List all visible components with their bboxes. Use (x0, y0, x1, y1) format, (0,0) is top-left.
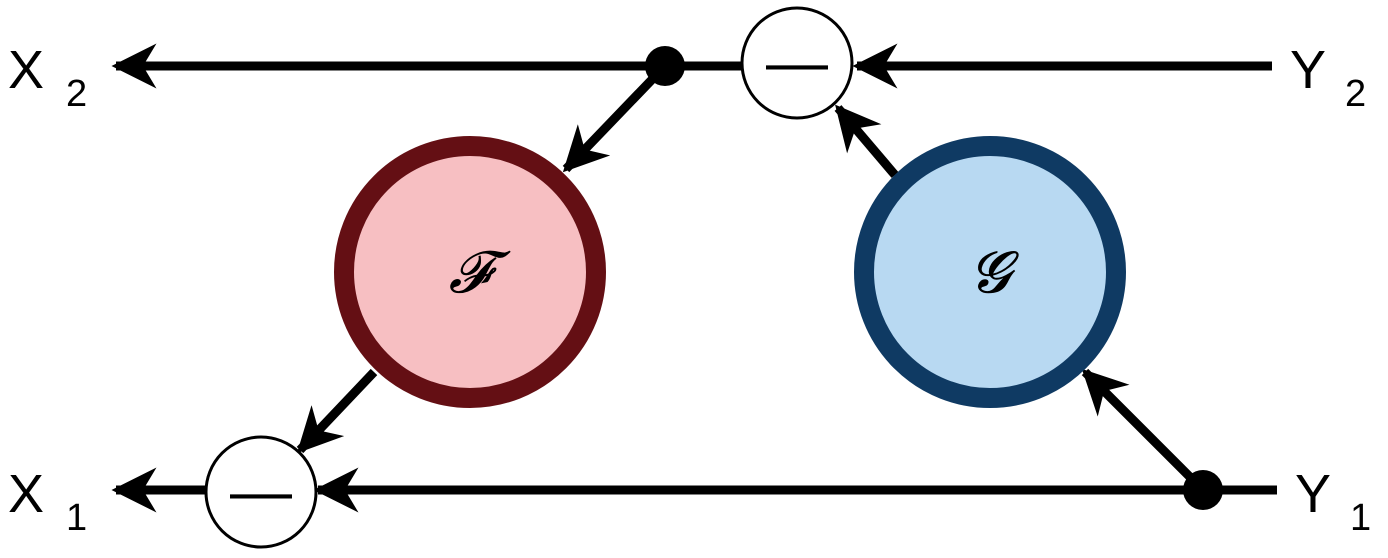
bottom-operator-circle (204, 435, 318, 549)
bottom-operator-symbol: — (230, 457, 292, 526)
output-label-x2: X 2 (8, 40, 87, 115)
y1-base: Y (1295, 464, 1331, 524)
x2-base: X (8, 40, 44, 100)
y1-subscript: 1 (1350, 497, 1371, 539)
input-label-y1: Y 1 (1295, 464, 1371, 539)
arrow-f-to-bottom-operator (296, 368, 378, 454)
top-operator-circle (740, 6, 854, 120)
input-label-y2: Y 2 (1290, 40, 1366, 115)
bottom-minus-operator: — (204, 435, 318, 549)
top-minus-operator: — (740, 6, 854, 120)
y2-base: Y (1290, 40, 1326, 100)
x1-base: X (8, 464, 44, 524)
function-f-circle (334, 136, 606, 408)
top-junction-dot (645, 46, 685, 86)
function-f-node: 𝓕 (334, 136, 606, 408)
arrow-g-to-top-operator (834, 104, 899, 178)
y2-subscript: 2 (1345, 73, 1366, 115)
output-label-x1: X 1 (8, 464, 87, 539)
function-g-node: 𝓖 (854, 136, 1126, 408)
top-operator-symbol: — (766, 28, 828, 97)
arrow-junction-to-g (1081, 368, 1207, 494)
bottom-junction-dot (1183, 470, 1223, 510)
arrow-junction-to-f (562, 62, 669, 173)
x1-subscript: 1 (66, 497, 87, 539)
x2-subscript: 2 (66, 73, 87, 115)
function-g-circle (854, 136, 1126, 408)
